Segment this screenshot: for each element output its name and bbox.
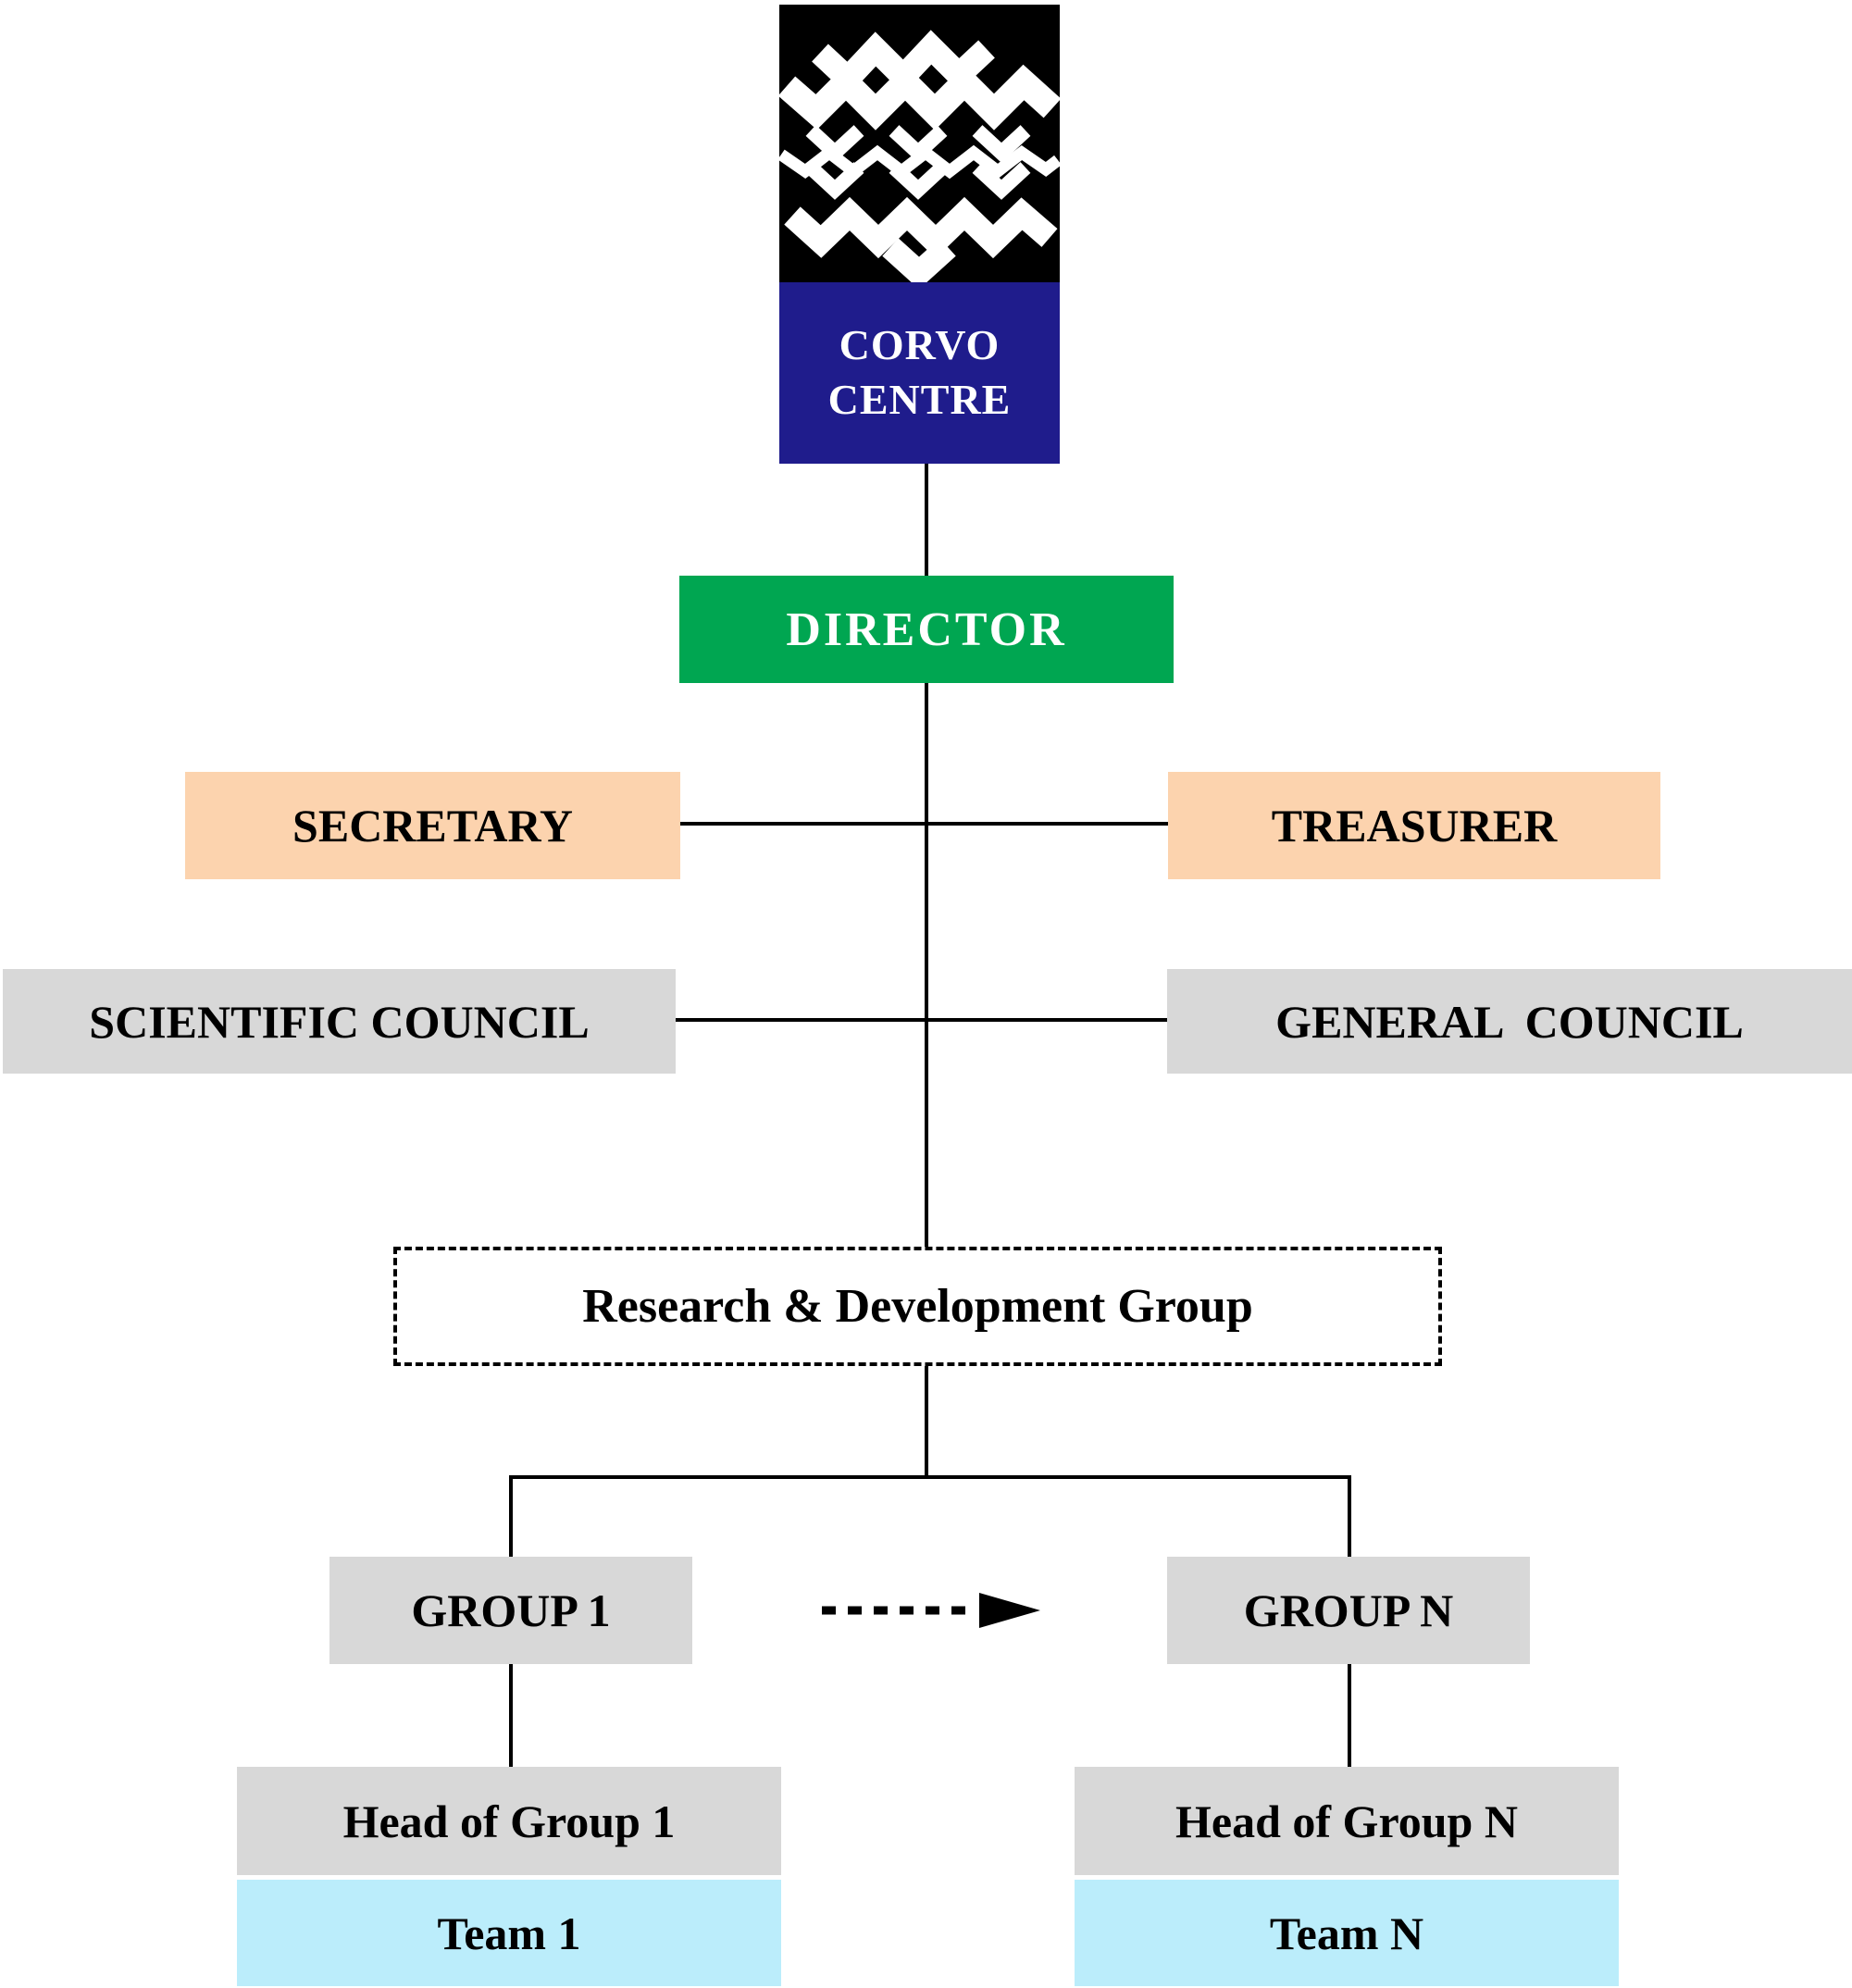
node-head-of-group-1: Head of Group 1 [237, 1767, 781, 1875]
connector-groups-split [509, 1475, 1351, 1479]
dashed-arrow-right-icon [822, 1593, 1040, 1628]
node-team-n: Team N [1075, 1880, 1619, 1986]
node-secretary: SECRETARY [185, 772, 680, 879]
group-n-label: GROUP N [1243, 1584, 1454, 1636]
connector-group1-head1 [509, 1664, 513, 1767]
connector-rnd-split [925, 1366, 928, 1477]
node-director: DIRECTOR [679, 576, 1174, 683]
node-general-council: GENERAL COUNCIL [1167, 969, 1852, 1074]
connector-split-groupN [1348, 1475, 1351, 1557]
connector-groupN-headN [1348, 1664, 1351, 1767]
corvo-logo [779, 5, 1060, 282]
rnd-group-label: Research & Development Group [582, 1280, 1253, 1333]
corvo-centre-line2: CENTRE [827, 376, 1012, 423]
node-research-development-group: Research & Development Group [393, 1247, 1442, 1366]
connector-director-rnd-spine [925, 683, 928, 1247]
connector-secretary-treasurer [680, 822, 1168, 826]
node-group-1: GROUP 1 [329, 1557, 692, 1664]
node-group-n: GROUP N [1167, 1557, 1530, 1664]
team-n-label: Team N [1269, 1907, 1424, 1959]
node-treasurer: TREASURER [1168, 772, 1660, 879]
director-label: DIRECTOR [786, 603, 1067, 656]
connector-councils [676, 1018, 1167, 1022]
node-team-1: Team 1 [237, 1880, 781, 1986]
team-1-label: Team 1 [437, 1907, 581, 1959]
head-1-label: Head of Group 1 [342, 1795, 676, 1847]
node-scientific-council: SCIENTIFIC COUNCIL [3, 969, 676, 1074]
corvo-centre-line1: CORVO [839, 321, 1001, 369]
scientific-council-label: SCIENTIFIC COUNCIL [89, 995, 590, 1048]
connector-logo-director [925, 464, 928, 576]
treasurer-label: TREASURER [1271, 800, 1558, 851]
general-council-label: GENERAL COUNCIL [1275, 995, 1744, 1048]
chevron-zigzag-pattern [779, 30, 1060, 282]
secretary-label: SECRETARY [292, 800, 573, 851]
head-n-label: Head of Group N [1175, 1795, 1518, 1847]
corvo-centre-banner: CORVO CENTRE [779, 282, 1060, 464]
group-1-label: GROUP 1 [411, 1584, 611, 1636]
connector-split-group1 [509, 1475, 513, 1557]
node-head-of-group-n: Head of Group N [1075, 1767, 1619, 1875]
